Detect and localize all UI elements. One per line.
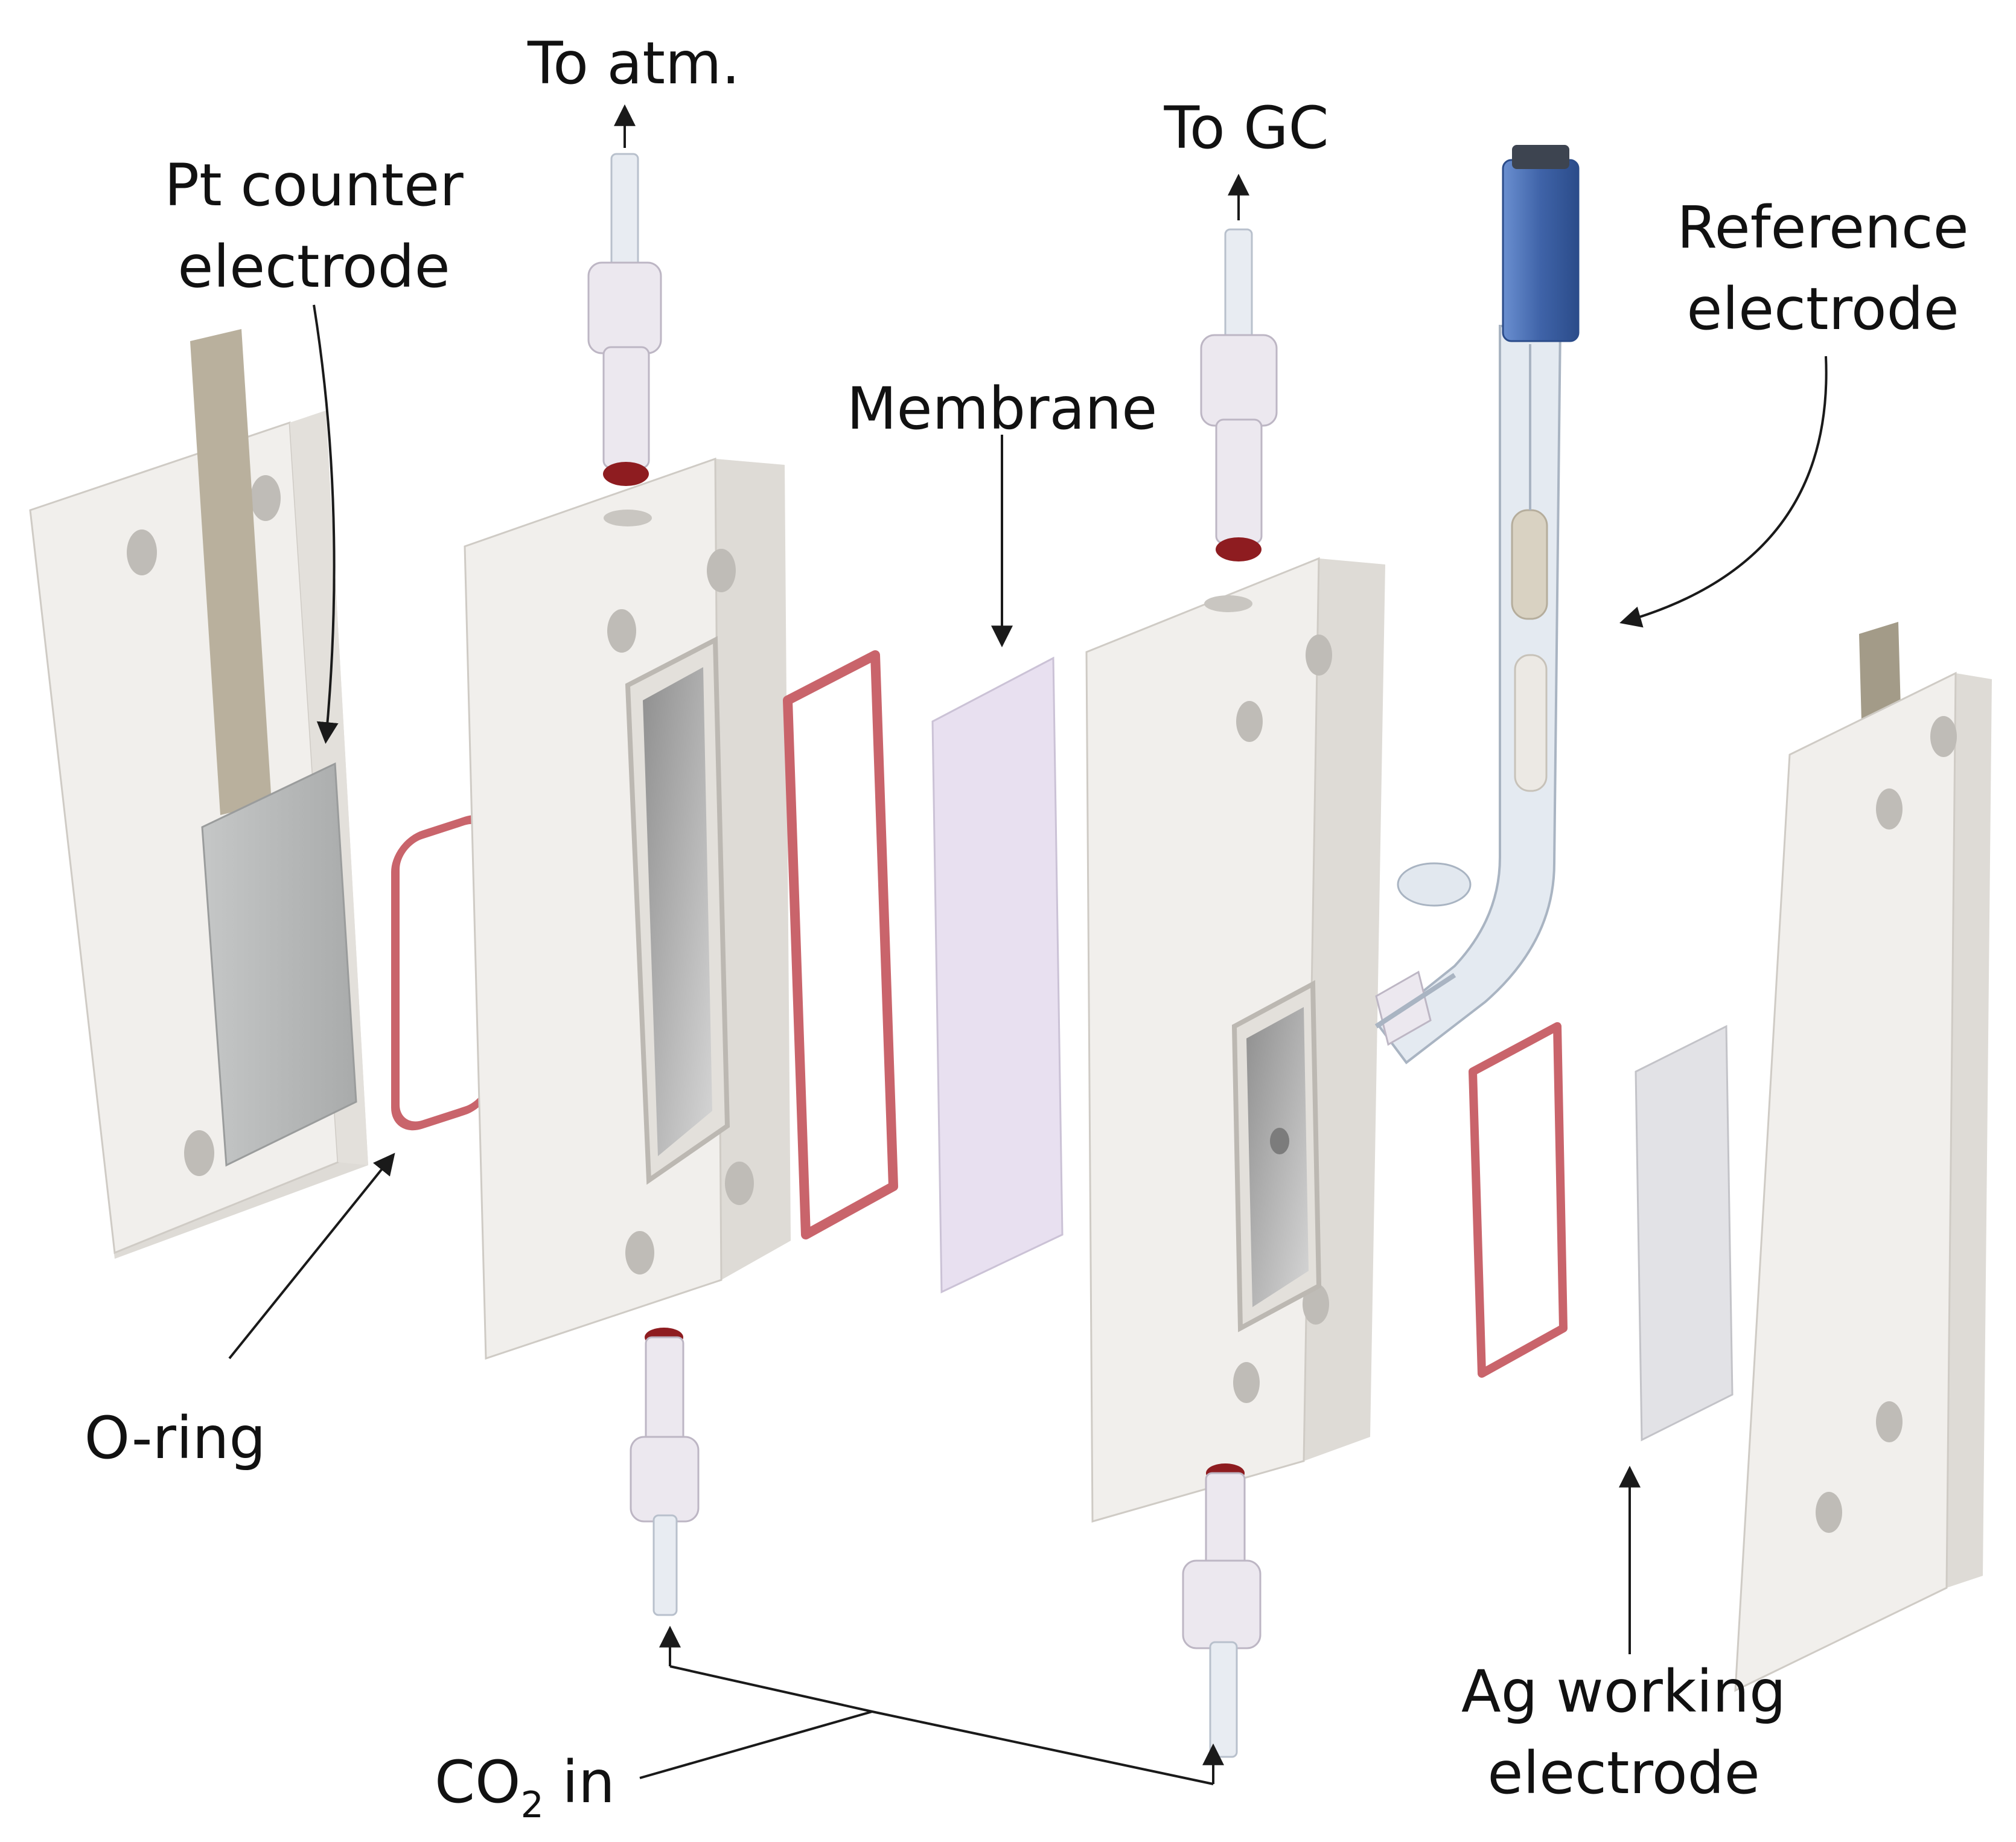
reference-electrode-cap — [1502, 159, 1580, 342]
label-pt-counter-line2: electrode — [177, 233, 450, 301]
right-end-plate — [1734, 622, 1992, 1692]
outlet-fitting-gc — [1200, 228, 1278, 561]
label-to-atm: To atm. — [527, 30, 740, 97]
bolt-hole — [1236, 701, 1263, 742]
cathode-compartment-block — [1085, 557, 1385, 1523]
label-membrane: Membrane — [847, 375, 1158, 443]
pt-counter-electrode — [190, 329, 357, 1167]
membrane-sheet — [931, 656, 1064, 1294]
label-pt-counter-line1: Pt counter — [164, 152, 464, 219]
bolt-hole — [127, 529, 157, 575]
reference-electrode — [1374, 145, 1580, 1064]
bolt-hole — [625, 1231, 654, 1274]
bolt-hole — [1306, 635, 1332, 676]
label-reference-line2: electrode — [1686, 275, 1959, 343]
bolt-hole — [250, 475, 281, 521]
co2-lead-line — [639, 1710, 873, 1779]
label-ag-working-line2: electrode — [1487, 1739, 1759, 1807]
bolt-hole — [1876, 788, 1903, 830]
bolt-hole — [607, 609, 636, 653]
bolt-hole — [1233, 1362, 1260, 1403]
ag-working-electrode — [1635, 1025, 1734, 1442]
bolt-hole — [707, 549, 736, 592]
inlet-fitting-right — [1182, 1463, 1262, 1758]
outlet-fitting-atm — [587, 153, 662, 486]
co2-split-line — [669, 1665, 1214, 1785]
bolt-hole — [1876, 1401, 1903, 1442]
anode-compartment-block — [464, 457, 791, 1360]
inlet-fitting-left — [630, 1328, 700, 1616]
label-co2-in: CO2 in — [435, 1748, 615, 1826]
label-ag-working-line1: Ag working — [1461, 1658, 1786, 1725]
o-ring-middle — [783, 650, 898, 1239]
o-ring-right — [1469, 1022, 1568, 1378]
arrow-reference — [1619, 356, 1828, 628]
arrow-o-ring — [228, 1153, 395, 1360]
label-reference-line1: Reference — [1677, 194, 1968, 261]
bolt-hole — [1816, 1492, 1842, 1533]
label-to-gc: To GC — [1164, 94, 1329, 162]
labels: To atm. To GC Pt counter electrode Membr… — [85, 30, 1969, 1826]
arrow-pt-counter — [313, 304, 339, 744]
bolt-hole — [1930, 716, 1957, 757]
label-o-ring: O-ring — [85, 1404, 266, 1472]
bolt-hole — [184, 1130, 214, 1176]
bolt-hole — [725, 1162, 754, 1205]
annotation-arrows — [228, 104, 1828, 1785]
